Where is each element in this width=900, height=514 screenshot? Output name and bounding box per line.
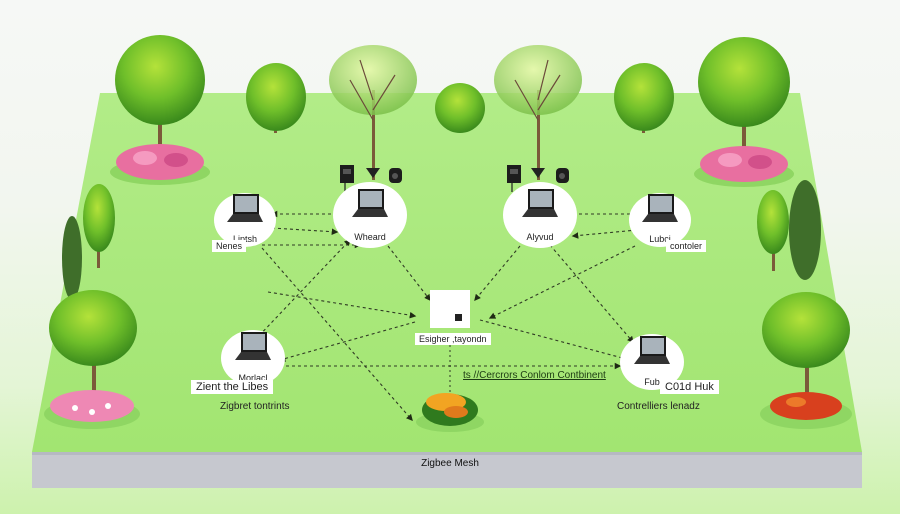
cypress-tree bbox=[789, 180, 821, 280]
tree bbox=[246, 63, 306, 133]
link bbox=[267, 291, 417, 319]
node-tag: Zient the Libes bbox=[191, 380, 274, 394]
cypress-tree bbox=[62, 216, 82, 300]
link-caption: ts //Cercrors Conlom Contbinent bbox=[463, 370, 606, 381]
flower-bed-pink bbox=[44, 390, 140, 429]
laptop-icon bbox=[642, 194, 678, 222]
node-top-right[interactable] bbox=[629, 193, 691, 247]
flower-bed-pink bbox=[694, 146, 794, 187]
tree bbox=[494, 45, 582, 180]
node-top-center-right[interactable] bbox=[503, 182, 577, 248]
node-label: Wheard bbox=[354, 232, 386, 242]
tree bbox=[83, 184, 115, 268]
sensor-icon[interactable] bbox=[556, 168, 569, 183]
flower-bed-orange bbox=[416, 393, 484, 432]
link bbox=[488, 245, 636, 319]
laptop-icon bbox=[522, 189, 558, 217]
laptop-icon bbox=[352, 189, 388, 217]
sensor-icon[interactable] bbox=[389, 168, 402, 183]
laptop-icon bbox=[227, 194, 263, 222]
tree bbox=[757, 190, 789, 271]
node-label: Morlacl bbox=[238, 373, 268, 383]
node-label: Fub bbox=[644, 377, 660, 387]
node-label: Liptsh bbox=[232, 234, 258, 244]
tree bbox=[329, 45, 417, 180]
node-top-center-left[interactable] bbox=[333, 182, 407, 248]
node-top-left[interactable] bbox=[214, 193, 276, 247]
hub-label: Esigher ,tayondn bbox=[415, 333, 491, 345]
diagram-title: Zigbee Mesh bbox=[421, 458, 479, 469]
node-tag: Nenes bbox=[212, 240, 247, 252]
link bbox=[571, 229, 638, 239]
node-bottom-left[interactable] bbox=[221, 330, 285, 386]
node-label: Alyvud bbox=[526, 232, 554, 242]
tree bbox=[49, 290, 137, 400]
wall-panel-icon[interactable] bbox=[507, 165, 521, 192]
link bbox=[479, 319, 632, 362]
laptop-icon bbox=[235, 332, 271, 360]
tree bbox=[614, 63, 674, 133]
tree bbox=[762, 292, 850, 400]
link bbox=[271, 227, 339, 235]
laptop-icon bbox=[634, 336, 670, 364]
wall-panel-icon[interactable] bbox=[340, 165, 354, 192]
hub-box-icon[interactable] bbox=[430, 290, 470, 328]
link bbox=[278, 321, 416, 362]
node-bottom-right[interactable] bbox=[620, 334, 684, 390]
flower-bed-pink bbox=[110, 144, 210, 185]
node-caption: Contrelliers lenadz bbox=[617, 401, 700, 412]
node-caption: Zigbret tontrints bbox=[220, 401, 290, 412]
base-slab bbox=[32, 452, 862, 488]
node-label: Lubci bbox=[649, 234, 671, 244]
link bbox=[261, 247, 413, 421]
tree bbox=[115, 35, 205, 146]
tree bbox=[698, 37, 790, 148]
node-tag: contoler bbox=[666, 240, 707, 252]
tree bbox=[435, 83, 485, 133]
link bbox=[254, 239, 351, 341]
flower-bed-red bbox=[760, 392, 852, 429]
node-tag: C01d Huk bbox=[660, 380, 719, 394]
